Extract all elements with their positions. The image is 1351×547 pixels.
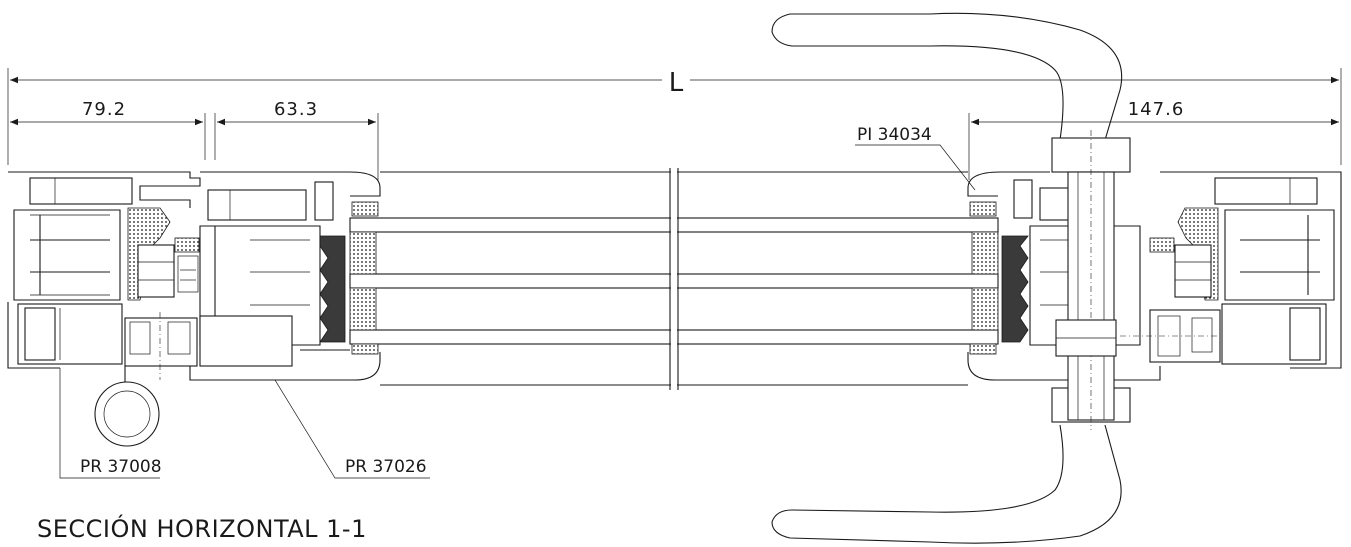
glazing-unit: [349, 168, 999, 390]
right-frame-assembly: [1120, 171, 1342, 369]
dimension-labels: L 79.2 63.3 147.6: [82, 66, 1185, 120]
section-title: SECCIÓN HORIZONTAL 1-1: [37, 513, 367, 543]
left-sash-assembly: [189, 171, 430, 479]
left-frame-reference: PR 37008: [80, 457, 162, 477]
left-frame-dimension-label: 79.2: [82, 99, 126, 120]
left-sash-dimension-label: 63.3: [274, 99, 318, 120]
profile-references: PI 34034 PR 37008 PR 37026: [80, 125, 932, 477]
sash-profile-reference: PR 37026: [345, 457, 427, 477]
overall-dimension-label: L: [669, 68, 684, 98]
dimension-lines: [7, 68, 1342, 180]
right-dimension-label: 147.6: [1128, 99, 1185, 120]
right-bead-reference: PI 34034: [857, 125, 932, 145]
door-handle: [771, 12, 1131, 544]
left-frame-assembly: [7, 171, 201, 479]
